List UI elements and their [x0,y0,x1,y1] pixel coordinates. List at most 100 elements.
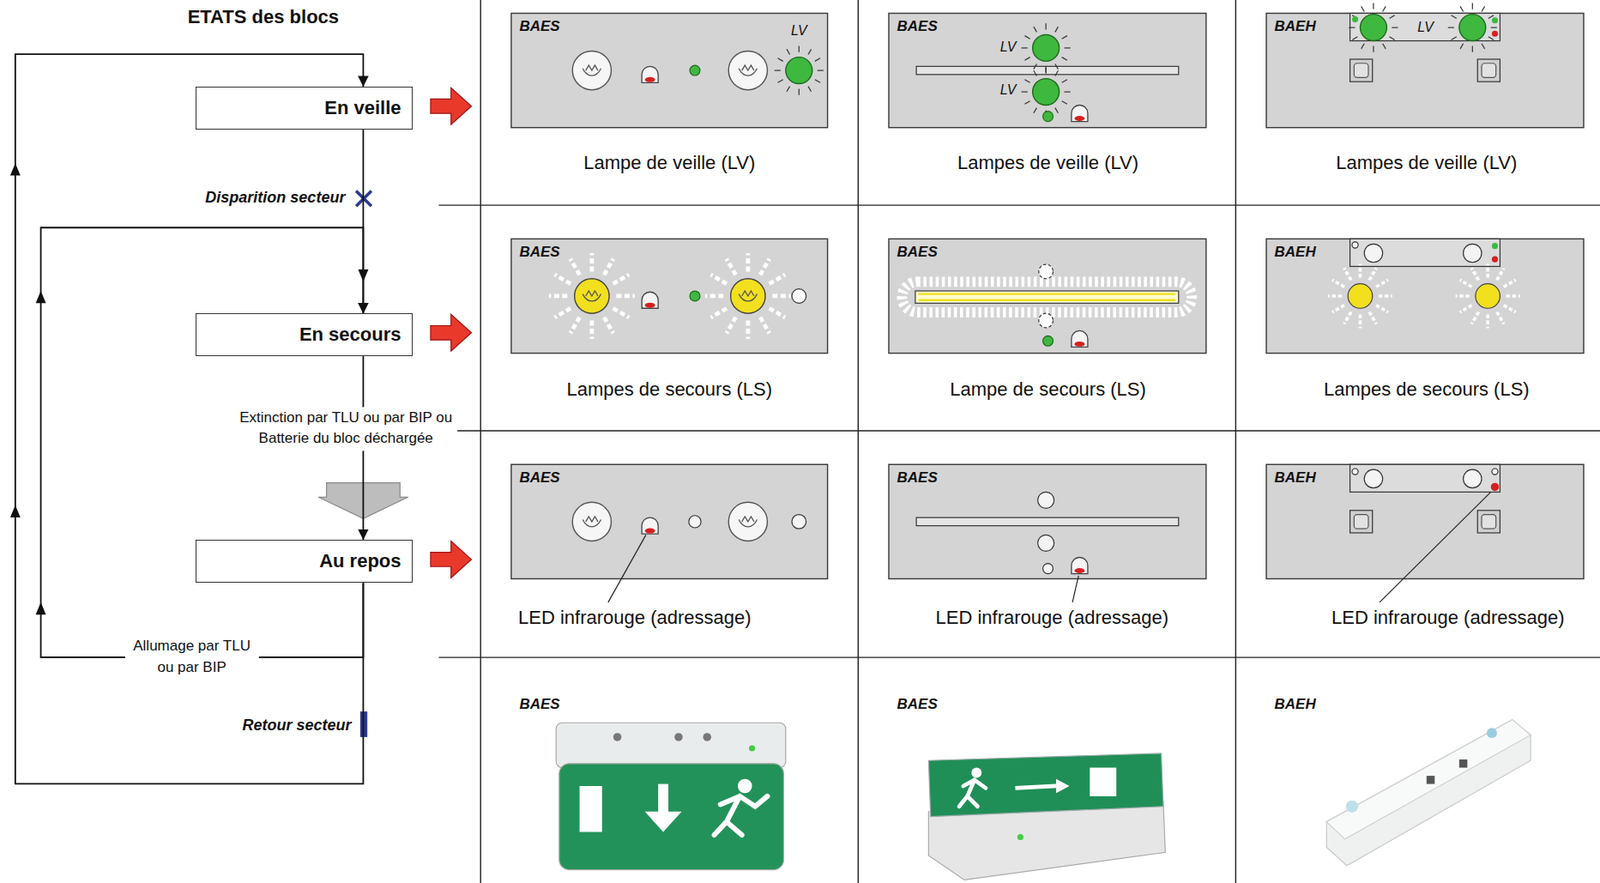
lamp-tag: LV [1000,38,1017,55]
baes-panel [728,50,767,90]
cell-caption: Lampe de veille (LV) [583,151,755,175]
cell-caption: Lampes de veille (LV) [1335,151,1517,175]
state-box: En secours [195,313,412,357]
baes-panel [888,12,1207,127]
baeh-panel [1347,283,1373,309]
state-label: En veille [324,96,401,120]
state-label: Au repos [319,549,401,573]
baes-panel [1038,491,1055,508]
device-type: BAES [519,468,560,486]
cell-caption: LED infrarouge (adressage) [518,605,751,628]
baeh-panel [1266,464,1584,579]
diagram-title: ETATS des blocs [187,6,339,29]
baeh-panel [1491,468,1498,475]
baes-panel [1043,335,1054,346]
device-type: BAEH [1274,468,1317,486]
baeh-panel [1364,469,1383,488]
state-box: Au repos [195,539,412,583]
table-grid [438,656,1600,658]
cell-caption: Lampe de secours (LS) [949,378,1147,401]
product-photo [1459,759,1468,768]
leader-line [608,491,1492,602]
red-arrow [430,313,472,351]
baeh-panel [1481,514,1497,530]
baeh-panel [1455,264,1521,329]
baeh-panel [1266,238,1584,353]
lamp-tag: LV [790,22,808,39]
baes-panel [511,12,828,127]
baeh-panel [1491,17,1498,24]
product-photo [555,722,786,870]
baes-panel [1071,105,1088,122]
product-photo [1346,800,1359,813]
transition-label: Retour secteur [240,716,353,736]
product-photo [928,753,1164,817]
product-photo [959,779,986,807]
baeh-panel [1352,468,1359,475]
baeh-panel [1491,242,1498,249]
product-photo [1326,719,1531,840]
baes-panel [689,290,701,302]
baes-panel [917,292,1176,295]
lamp-tag: LV [1000,81,1017,98]
baeh-panel [1448,3,1498,53]
cell-caption: LED infrarouge (adressage) [1331,605,1564,628]
baes-panel [511,12,828,127]
baes-panel [1038,534,1055,551]
device-type: BAEH [1274,694,1317,713]
baes-panel [888,464,1207,579]
device-type: BAES [519,243,560,261]
baeh-panel [1353,63,1369,79]
baes-panel [791,289,807,304]
baeh-panel [1266,238,1584,353]
baes-panel [705,253,791,339]
baeh-panel [1475,283,1501,309]
baeh-panel [1364,243,1383,262]
product-photo [559,763,785,870]
baes-panel [888,464,1207,579]
baes-panel [572,501,611,541]
device-type: BAES [896,18,937,36]
cell-caption: Lampes de secours (LS) [1323,378,1530,401]
product-photo [645,811,683,833]
baes-panel [1043,563,1054,574]
baes-panel [888,238,1207,353]
table-grid [1235,0,1237,883]
baeh-panel [1266,3,1584,128]
product-photo [703,732,713,742]
product-photo [579,785,603,833]
baes-panel [916,66,1179,75]
baes-panel [689,65,701,76]
leader-line [1379,491,1492,602]
product-photo [658,784,669,816]
baeh-panel [1350,59,1373,82]
product-photo [1089,767,1117,797]
baes-panel [915,290,1179,303]
product-photo [1056,778,1069,794]
baes-panel [511,238,828,353]
product-photo [1426,775,1436,785]
lamp-tag: LV [1417,19,1434,37]
leader-line [608,534,647,603]
red-arrow [430,87,472,578]
device-type: BAES [896,468,937,486]
baeh-panel [1491,30,1498,37]
device-type: BAES [896,694,937,713]
baes-panel [917,299,1176,302]
baes-panel [888,12,1207,127]
baeh-panel [1352,16,1359,23]
baes-panel [574,278,610,314]
red-arrow [430,87,472,125]
baeh-panel [1350,238,1501,266]
baes-panel [1038,264,1054,279]
baeh-panel [1328,264,1393,329]
state-box: En veille [195,86,412,130]
baeh-panel [1477,59,1500,82]
device-type: BAES [896,243,937,261]
baes-panel [1071,330,1088,347]
device-type: BAES [519,694,560,713]
table-grid [857,0,859,883]
device-type: BAEH [1274,243,1317,261]
cell-caption: Lampes de secours (LS) [566,378,773,401]
product-photo [1486,727,1498,738]
